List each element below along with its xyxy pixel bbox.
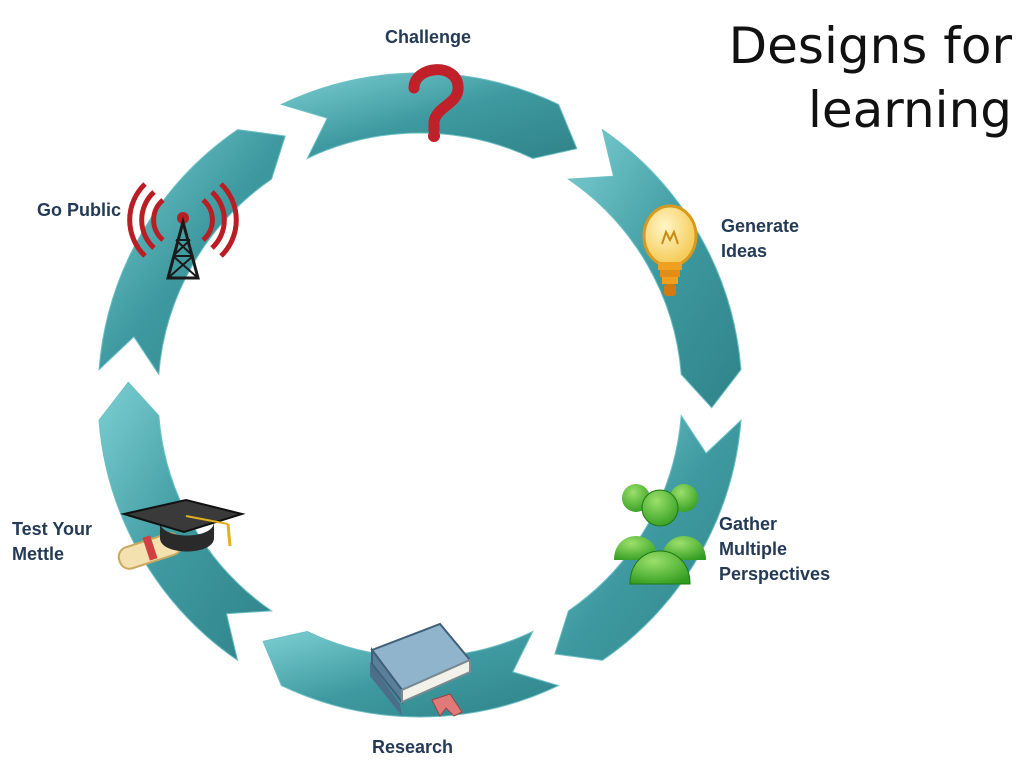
people-group-icon xyxy=(614,484,706,585)
ring-arrow-segment-challenge xyxy=(280,72,578,160)
page-title: Designs for learning xyxy=(592,14,1012,142)
stage-label-test-your-mettle: Test Your Mettle xyxy=(12,517,92,567)
stage-label-line: Perspectives xyxy=(719,564,831,584)
stage-label-research: Research xyxy=(372,735,453,760)
stage-label-generate-ideas: Generate Ideas xyxy=(721,214,799,264)
stage-label-gather-perspectives: Gather Multiple Perspectives xyxy=(719,512,830,587)
stage-label-line: Test Your xyxy=(12,519,93,539)
ring-arrow-segment-gather xyxy=(554,414,742,661)
stage-label-go-public: Go Public xyxy=(37,198,121,223)
cycle-ring xyxy=(98,72,742,718)
stage-label-line: Generate xyxy=(721,216,800,236)
stage-label-line: Challenge xyxy=(385,27,472,47)
title-line-1: Designs for xyxy=(728,17,1012,75)
stage-label-line: Multiple xyxy=(719,539,787,559)
stage-label-line: Go Public xyxy=(37,200,122,220)
broadcast-tower-icon xyxy=(127,182,239,280)
lightbulb-icon xyxy=(642,204,698,296)
stage-label-line: Mettle xyxy=(12,544,65,564)
book-icon xyxy=(370,622,472,717)
stage-label-challenge: Challenge xyxy=(385,25,471,50)
graduation-cap-icon xyxy=(117,498,246,570)
stage-label-line: Gather xyxy=(719,514,778,534)
question-mark-icon xyxy=(408,64,464,142)
stage-label-line: Research xyxy=(372,737,454,757)
stage-label-line: Ideas xyxy=(721,241,768,261)
title-line-2: learning xyxy=(808,81,1012,139)
ring-arrow-segment-generate xyxy=(566,128,742,409)
